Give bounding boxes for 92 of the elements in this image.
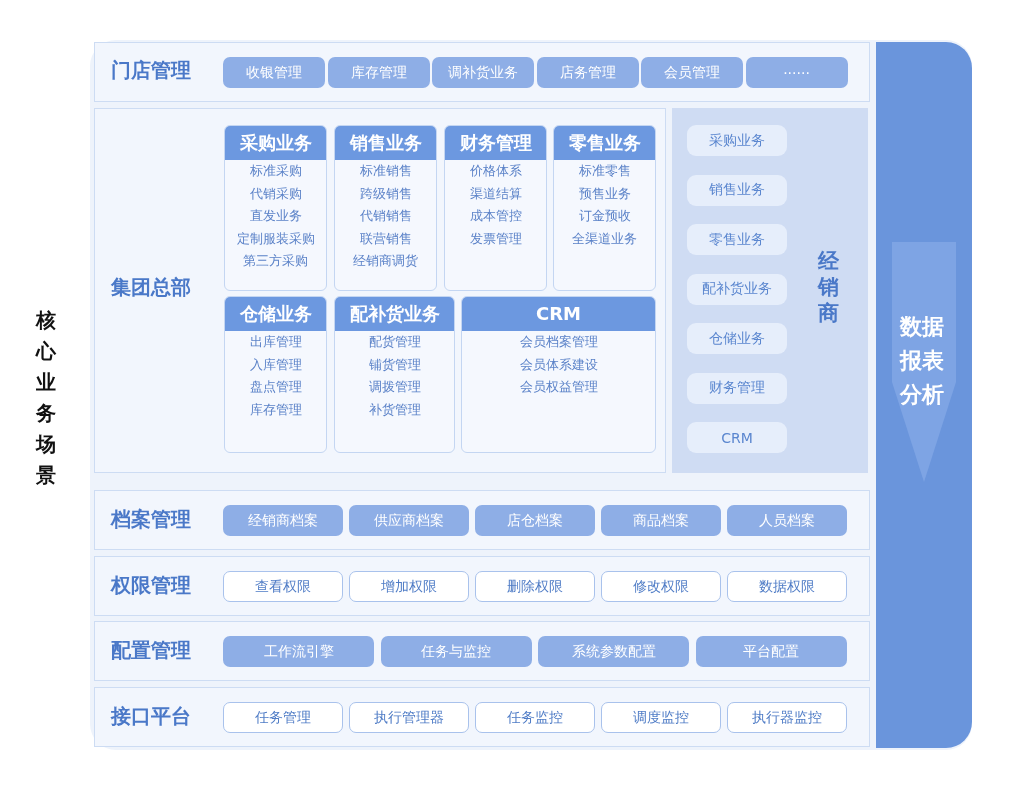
list-item: 铺货管理 (367, 355, 422, 374)
list-item: 标准销售 (358, 162, 413, 180)
module-tag: 查看权限 (223, 571, 343, 602)
module-tag: 店仓档案 (475, 505, 595, 536)
module-tag: ······ (745, 57, 848, 88)
module-tag: 仓储业务 (687, 323, 787, 354)
layer-band (94, 687, 870, 747)
module-tag: 删除权限 (475, 571, 595, 602)
module-tag: 收银管理 (223, 57, 325, 88)
module-card (334, 125, 437, 291)
card-heading: 采购业务 (225, 126, 326, 160)
list-item: 价格体系 (468, 162, 523, 180)
module-tag: 工作流引擎 (223, 636, 374, 667)
module-tag: 经销商档案 (223, 505, 343, 536)
list-item: 配货管理 (367, 333, 422, 351)
list-item: 库存管理 (248, 400, 303, 419)
side-band (876, 42, 972, 748)
list-item: 标准采购 (248, 162, 303, 180)
list-item: 发票管理 (468, 229, 523, 248)
module-tag: 销售业务 (687, 174, 787, 206)
module-tag: 任务管理 (223, 702, 343, 733)
list-item: 补货管理 (367, 400, 422, 419)
module-tag: 任务监控 (475, 702, 595, 733)
list-item: 会员档案管理 (518, 333, 599, 351)
module-tag: 人员档案 (727, 505, 847, 536)
layer-title: 配置管理 (111, 637, 191, 664)
module-tag: 库存管理 (327, 57, 430, 88)
layer-band (94, 490, 870, 550)
module-tag: 系统参数配置 (538, 636, 689, 667)
module-tag: 采购业务 (687, 125, 787, 156)
module-card (224, 296, 327, 453)
side-title: 数据报表分析 (900, 313, 945, 409)
module-card (553, 125, 656, 291)
list-item: 定制服装采购 (235, 229, 316, 248)
card-heading: 财务管理 (445, 126, 546, 160)
module-tag: 调补货业务 (432, 57, 534, 88)
list-item: 第三方采购 (242, 252, 309, 270)
layer-band (94, 42, 870, 102)
module-tag: 执行管理器 (349, 702, 469, 733)
list-item: 渠道结算 (468, 184, 523, 203)
list-item: 会员权益管理 (518, 378, 599, 396)
module-tag: 数据权限 (727, 571, 847, 602)
module-tag: 任务与监控 (380, 636, 532, 667)
layer-title: 权限管理 (111, 572, 191, 599)
module-tag: 修改权限 (601, 571, 721, 602)
list-item: 代销销售 (358, 207, 413, 225)
group-panel (94, 108, 666, 473)
list-item: 会员体系建设 (518, 355, 599, 374)
module-tag: 供应商档案 (349, 505, 469, 536)
list-item: 全渠道业务 (571, 229, 638, 248)
module-tag: 零售业务 (687, 224, 787, 255)
group-panel (672, 108, 868, 473)
module-tag: 增加权限 (349, 571, 469, 602)
list-item: 成本管控 (468, 207, 523, 225)
list-item: 跨级销售 (358, 184, 413, 203)
module-tag: 会员管理 (641, 57, 743, 88)
list-item: 出库管理 (248, 333, 303, 351)
list-item: 联营销售 (358, 229, 413, 248)
list-item: 代销采购 (248, 184, 303, 203)
list-item: 入库管理 (248, 355, 303, 374)
layer-title: 接口平台 (111, 703, 191, 730)
list-item: 盘点管理 (248, 378, 303, 396)
module-tag: 店务管理 (536, 57, 639, 88)
module-tag: 商品档案 (601, 505, 721, 536)
module-tag: CRM (687, 422, 787, 453)
layer-band (94, 621, 870, 681)
side-label: 核心业务场景 (36, 307, 57, 489)
layer-title: 集团总部 (111, 274, 191, 301)
module-tag: 调度监控 (601, 702, 721, 733)
module-card (224, 125, 327, 291)
card-heading: 零售业务 (554, 126, 655, 160)
card-heading: 销售业务 (335, 126, 436, 160)
card-heading: CRM (462, 297, 655, 331)
card-heading: 配补货业务 (335, 297, 454, 331)
module-tag: 执行器监控 (727, 702, 847, 733)
list-item: 经销商调货 (352, 252, 419, 270)
list-item: 订金预收 (577, 207, 632, 225)
list-item: 预售业务 (577, 184, 632, 203)
module-card (461, 296, 656, 453)
list-item: 标准零售 (577, 162, 632, 180)
panel-title: 经销商 (818, 248, 840, 326)
list-item: 直发业务 (248, 207, 303, 225)
module-tag: 配补货业务 (687, 273, 787, 305)
module-card (334, 296, 455, 453)
layer-title: 门店管理 (111, 57, 191, 84)
card-heading: 仓储业务 (225, 297, 326, 331)
module-tag: 财务管理 (687, 372, 787, 404)
list-item: 调拨管理 (367, 378, 422, 396)
layer-band (94, 556, 870, 616)
module-tag: 平台配置 (695, 636, 847, 667)
layer-title: 档案管理 (111, 506, 191, 533)
module-card (444, 125, 547, 291)
